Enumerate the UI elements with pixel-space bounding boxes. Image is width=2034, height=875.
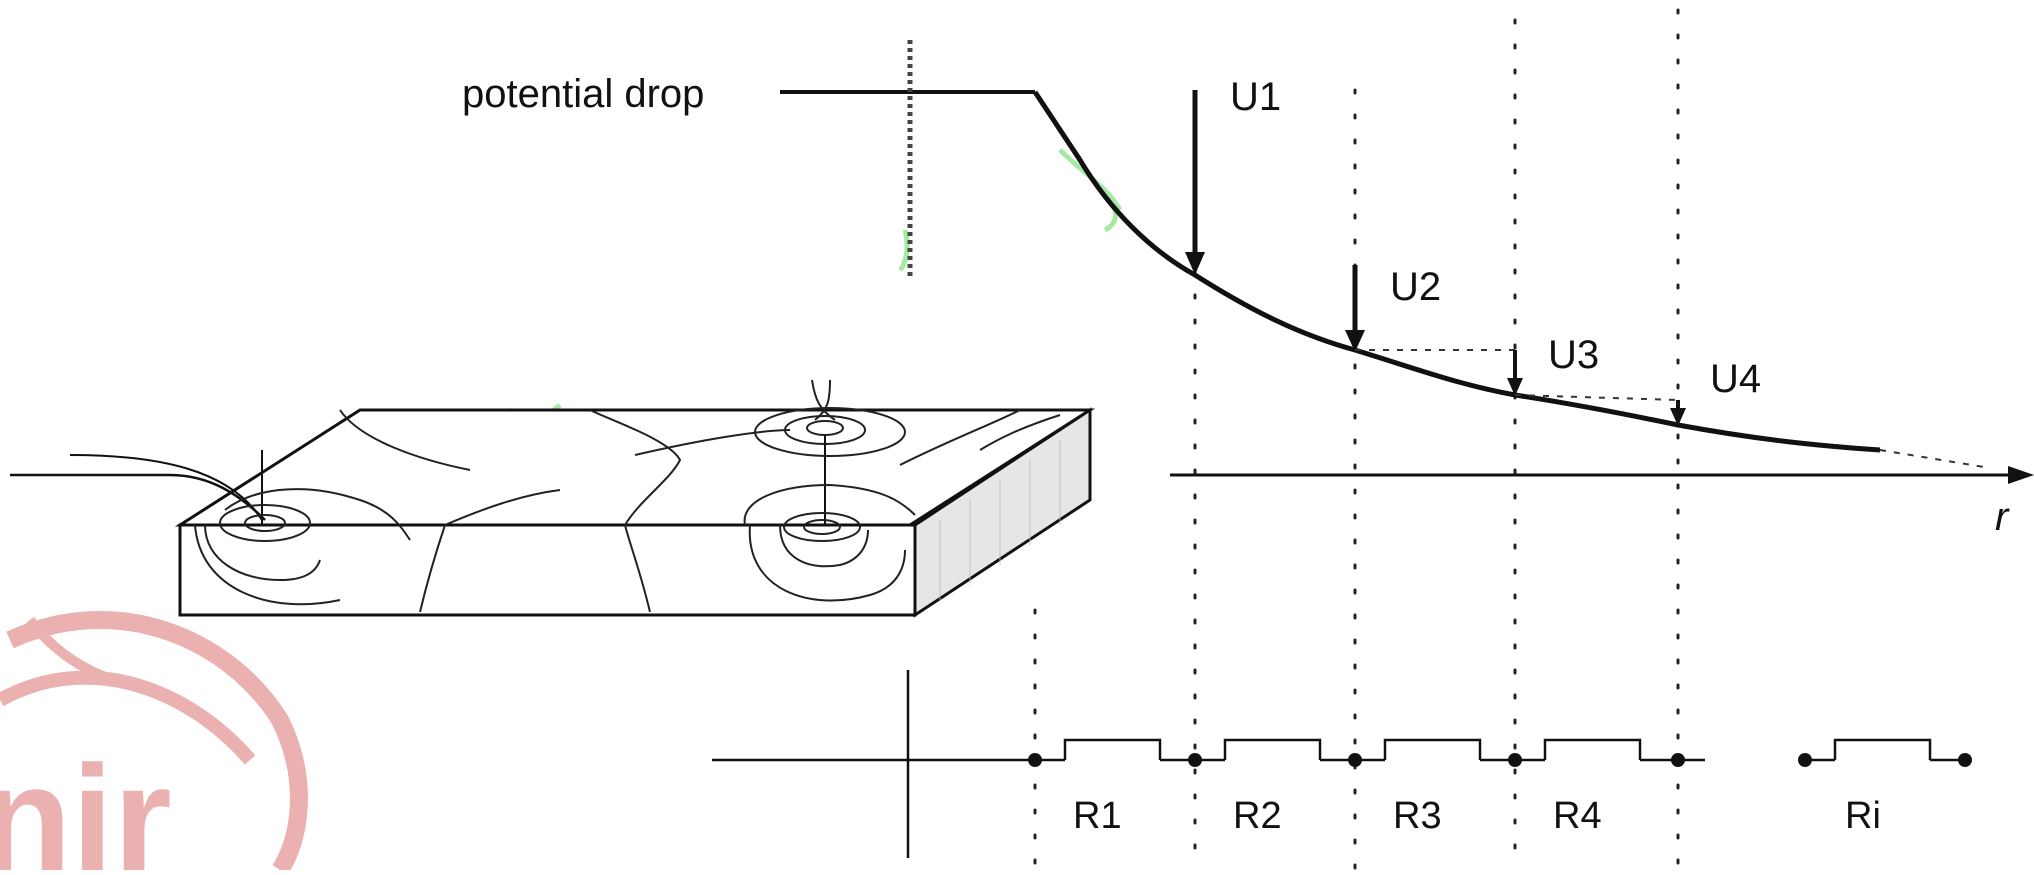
potential-curve [1032,90,1881,453]
voltage-label-u2: U2 [1390,265,1441,309]
contours-front-center [743,483,916,602]
vertical-dotted-guides [1033,8,1680,872]
resistor-label-r4: R4 [1553,795,1602,837]
voltage-label-u4: U4 [1710,357,1761,401]
voltage-arrow-u4: U4 [1514,357,1761,426]
voltage-arrow-u1: U1 [1185,75,1281,275]
field-lines [419,409,1061,613]
potential-drop-label: potential drop [462,72,704,116]
resistor-ri: Ri [1805,738,1965,837]
junction-nodes [1028,753,1972,767]
resistor-r2: R2 [1195,738,1355,837]
contours-left [194,409,471,606]
watermark-text: nir [0,734,172,870]
node-1 [1028,753,1042,767]
watermark-logo: nir [0,611,308,875]
contours-top-center [634,379,906,525]
resistor-r3: R3 [1355,738,1515,837]
resistor-label-ri: Ri [1845,795,1881,837]
voltage-arrow-u2: U2 [1345,265,1441,352]
r-axis: r [1170,466,2034,539]
slab-side-face [913,407,1092,618]
node-2 [1188,753,1202,767]
resistor-r4: R4 [1515,738,1705,837]
node-4 [1508,753,1522,767]
r-axis-arrowhead [2008,466,2034,484]
resistor-r1: R1 [1035,738,1195,837]
slab-front-face [178,523,917,617]
node-5 [1671,753,1685,767]
voltage-label-u1: U1 [1230,75,1281,119]
r-axis-label: r [1995,495,2010,539]
node-3 [1348,753,1362,767]
voltage-arrow-u3: U3 [1355,333,1599,396]
material-slab [10,379,1096,618]
voltage-arrows: U1 U2 U3 U4 [1185,75,1761,426]
resistor-network: R1 R2 R3 R4 Ri [712,670,1972,858]
wire-left-2 [69,454,263,521]
potential-plateau: potential drop [462,40,1035,280]
resistor-label-r2: R2 [1233,795,1282,837]
voltage-label-u3: U3 [1548,333,1599,377]
resistor-label-r1: R1 [1073,795,1122,837]
node-ri-right [1958,753,1972,767]
curve-tail [1879,449,1991,469]
resistor-label-r3: R3 [1393,795,1442,837]
node-ri-left [1798,753,1812,767]
